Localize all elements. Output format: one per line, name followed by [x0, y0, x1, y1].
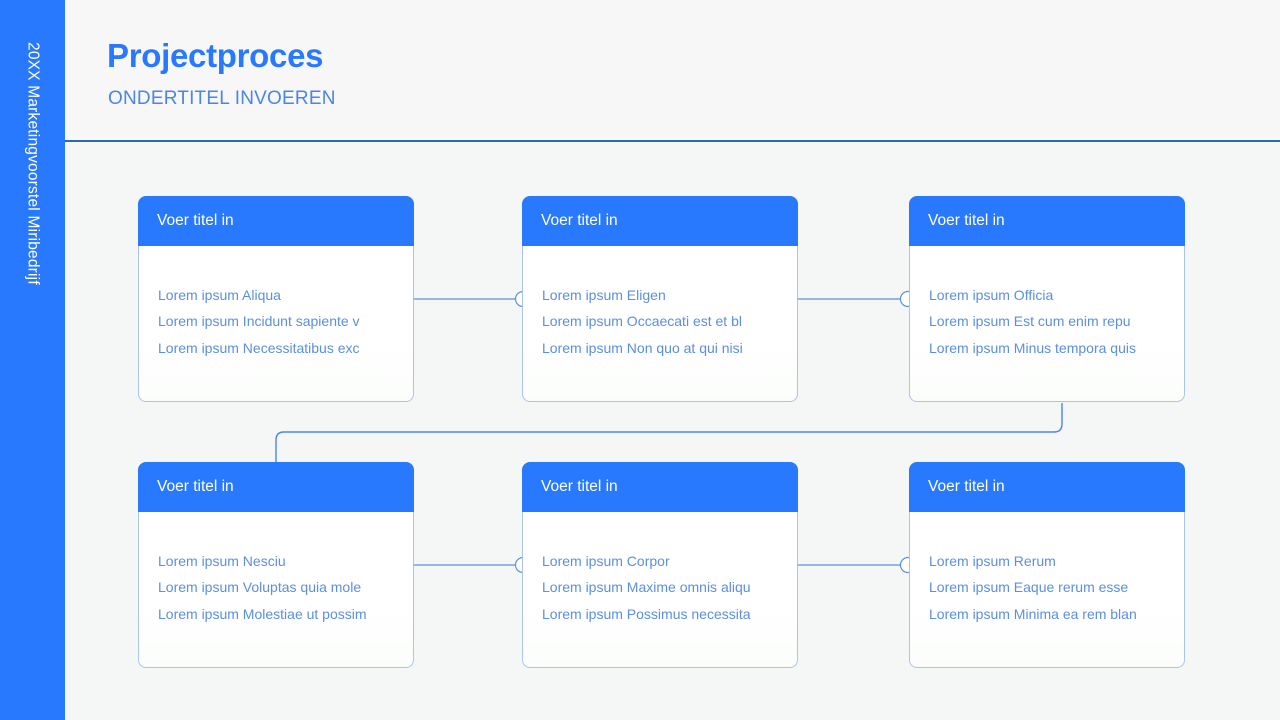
process-card-5-header: Voer titel in: [522, 462, 798, 512]
process-card-2-title: Voer titel in: [541, 212, 618, 230]
sidebar-brand-bar: 20XX Marketingvoorstel Miribedrijf: [0, 0, 65, 720]
process-card-3-item-1: Lorem ipsum Officia: [929, 287, 1054, 303]
process-card-5-title: Voer titel in: [541, 478, 618, 496]
process-card-3-header: Voer titel in: [909, 196, 1185, 246]
process-card-1-title: Voer titel in: [157, 212, 234, 230]
process-card-6-body: Lorem ipsum Rerum Lorem ipsum Eaque reru…: [909, 512, 1185, 668]
process-card-3-body: Lorem ipsum Officia Lorem ipsum Est cum …: [909, 246, 1185, 402]
sidebar-vertical-label: 20XX Marketingvoorstel Miribedrijf: [24, 42, 42, 285]
process-card-6-header: Voer titel in: [909, 462, 1185, 512]
page-subtitle: ONDERTITEL INVOEREN: [108, 88, 336, 109]
process-card-6-item-1: Lorem ipsum Rerum: [929, 553, 1056, 569]
process-card-1-item-1: Lorem ipsum Aliqua: [158, 287, 281, 303]
process-card-4[interactable]: Voer titel in Lorem ipsum Nesciu Lorem i…: [138, 462, 414, 668]
process-card-1-item-3: Lorem ipsum Necessitatibus exc: [158, 339, 360, 356]
process-card-4-title: Voer titel in: [157, 478, 234, 496]
process-card-1-body: Lorem ipsum Aliqua Lorem ipsum Incidunt …: [138, 246, 414, 402]
process-card-3[interactable]: Voer titel in Lorem ipsum Officia Lorem …: [909, 196, 1185, 402]
process-card-3-item-2: Lorem ipsum Est cum enim repu: [929, 313, 1131, 330]
process-card-5-body: Lorem ipsum Corpor Lorem ipsum Maxime om…: [522, 512, 798, 668]
process-card-6-item-3: Lorem ipsum Minima ea rem blan: [929, 605, 1137, 622]
process-card-4-item-3: Lorem ipsum Molestiae ut possim: [158, 605, 367, 622]
process-card-6-item-2: Lorem ipsum Eaque rerum esse: [929, 579, 1129, 596]
process-card-4-item-2: Lorem ipsum Voluptas quia mole: [158, 579, 362, 596]
process-card-1[interactable]: Voer titel in Lorem ipsum Aliqua Lorem i…: [138, 196, 414, 402]
process-card-1-header: Voer titel in: [138, 196, 414, 246]
process-card-2[interactable]: Voer titel in Lorem ipsum Eligen Lorem i…: [522, 196, 798, 402]
process-card-2-item-1: Lorem ipsum Eligen: [542, 287, 666, 303]
page-title: Projectproces: [107, 37, 324, 74]
process-card-5-item-3: Lorem ipsum Possimus necessita: [542, 605, 751, 622]
header-divider: [65, 140, 1280, 142]
process-card-4-header: Voer titel in: [138, 462, 414, 512]
process-card-3-title: Voer titel in: [928, 212, 1005, 230]
process-card-6-title: Voer titel in: [928, 478, 1005, 496]
process-card-6[interactable]: Voer titel in Lorem ipsum Rerum Lorem ip…: [909, 462, 1185, 668]
process-card-3-item-3: Lorem ipsum Minus tempora quis: [929, 339, 1136, 356]
process-card-2-item-2: Lorem ipsum Occaecati est et bl: [542, 313, 742, 330]
process-card-5[interactable]: Voer titel in Lorem ipsum Corpor Lorem i…: [522, 462, 798, 668]
process-card-1-item-2: Lorem ipsum Incidunt sapiente v: [158, 313, 360, 330]
process-card-5-item-1: Lorem ipsum Corpor: [542, 553, 670, 569]
slide-header: Projectproces ONDERTITEL INVOEREN: [65, 0, 1280, 141]
process-card-4-item-1: Lorem ipsum Nesciu: [158, 553, 286, 569]
process-card-4-body: Lorem ipsum Nesciu Lorem ipsum Voluptas …: [138, 512, 414, 668]
process-card-2-header: Voer titel in: [522, 196, 798, 246]
process-card-2-item-3: Lorem ipsum Non quo at qui nisi: [542, 339, 743, 356]
process-card-2-body: Lorem ipsum Eligen Lorem ipsum Occaecati…: [522, 246, 798, 402]
process-card-5-item-2: Lorem ipsum Maxime omnis aliqu: [542, 579, 751, 596]
